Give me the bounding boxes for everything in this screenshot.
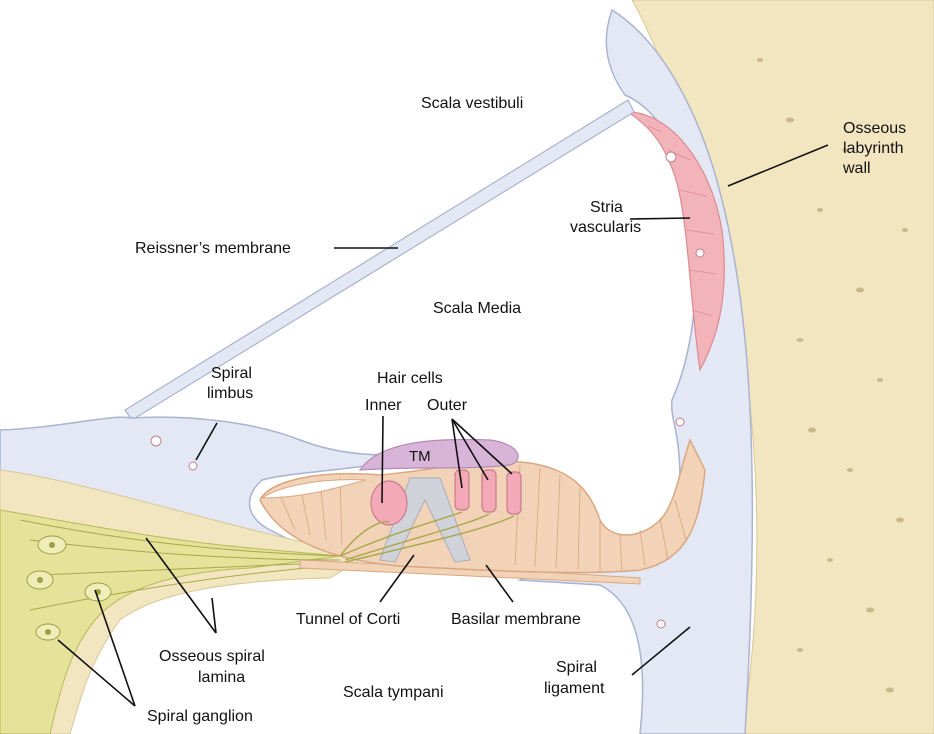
stria-cell-lines (647, 125, 717, 317)
diagram-labels: Scala vestibuli Osseous labyrinth wall S… (135, 95, 906, 725)
label-scala-tympani: Scala tympani (343, 684, 444, 701)
label-hair-cells: Hair cells (377, 370, 443, 387)
tectorial-membrane-shape (358, 438, 519, 471)
limbus-vessel (150, 435, 162, 447)
label-inner: Inner (365, 397, 402, 414)
stria-vessel (695, 248, 705, 258)
reissners-membrane-line (124, 99, 635, 421)
label-spiral-ligament-2: ligament (544, 680, 605, 697)
bone-specks (757, 58, 908, 693)
label-osseous-labyrinth-wall-1: Osseous (843, 120, 906, 137)
limbus-vessel (188, 461, 198, 471)
label-tm: TM (409, 448, 431, 465)
label-osseous-labyrinth-wall-2: labyrinth (843, 140, 903, 157)
inner-sulcus (260, 479, 367, 499)
label-spiral-ligament-1: Spiral (556, 659, 597, 676)
outer-hair-cells (454, 469, 522, 515)
label-stria-vascularis-1: Stria (590, 199, 623, 216)
label-scala-media: Scala Media (433, 300, 521, 317)
leader-lines (57, 144, 829, 707)
label-stria-vascularis-2: vascularis (570, 219, 641, 236)
inner-hair-cell (370, 480, 408, 526)
stria-vessel (665, 151, 677, 163)
label-spiral-limbus-1: Spiral (211, 365, 252, 382)
label-outer: Outer (427, 397, 468, 414)
ganglion-cells (26, 535, 112, 641)
ganglion-nuclei (37, 542, 101, 635)
label-scala-vestibuli: Scala vestibuli (421, 95, 523, 112)
label-tunnel-of-corti: Tunnel of Corti (296, 611, 400, 628)
label-osseous-spiral-lamina-2: lamina (198, 669, 245, 686)
label-spiral-ganglion: Spiral ganglion (147, 708, 253, 725)
hair-cell-nerve-endings (339, 511, 515, 563)
stria-vascularis-tissue (626, 111, 725, 372)
label-basilar-membrane: Basilar membrane (451, 611, 581, 628)
ligament-vessel (656, 619, 666, 629)
ligament-vessel (675, 417, 685, 427)
label-spiral-limbus-2: limbus (207, 385, 253, 402)
label-osseous-labyrinth-wall-3: wall (842, 160, 871, 177)
label-reissners-membrane: Reissner’s membrane (135, 240, 291, 257)
label-osseous-spiral-lamina-1: Osseous spiral (159, 648, 265, 665)
